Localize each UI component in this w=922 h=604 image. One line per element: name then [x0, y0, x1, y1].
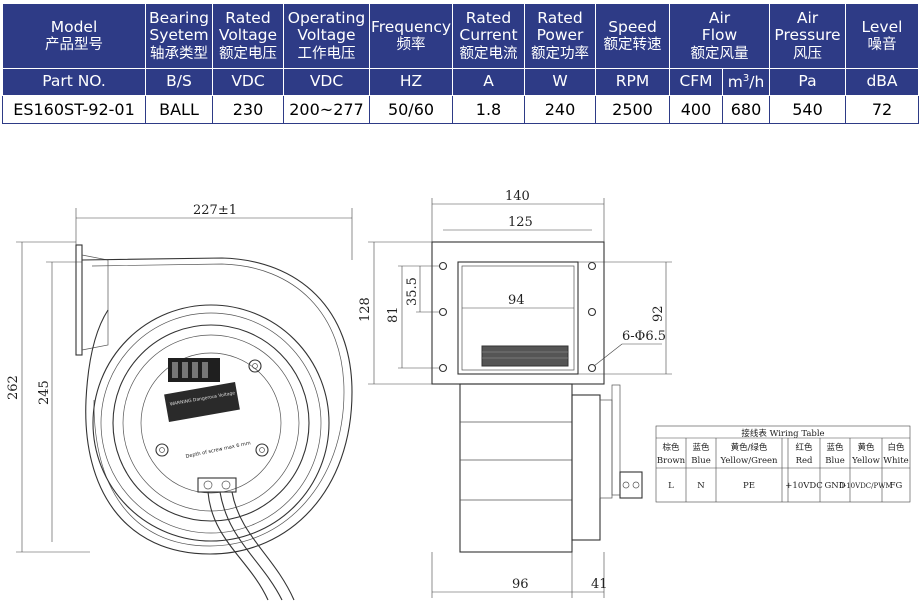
wire-signal-gnd: GND	[824, 481, 845, 491]
wire-color-cn-white: 白色	[887, 442, 905, 453]
unit-vdc-operating: VDC	[283, 68, 370, 96]
wire-color-cn-blue-2: 蓝色	[826, 442, 844, 453]
dim-holes: 6-Φ6.5	[622, 329, 666, 344]
wire-signal-fg: FG	[890, 481, 903, 491]
val-rated-current: 1.8	[452, 95, 525, 124]
unit-pa: Pa	[769, 68, 846, 96]
unit-dba: dBA	[845, 68, 919, 96]
dim-bottom-right: 41	[591, 577, 608, 592]
wire-signal-10vdc: +10VDC	[785, 481, 822, 491]
dim-side-height: 128	[358, 297, 373, 322]
wire-color-en-white: White	[883, 456, 908, 466]
unit-w: W	[524, 68, 596, 96]
wire-color-en-yellow: Yellow	[851, 456, 880, 466]
val-operating-voltage: 200~277	[283, 95, 370, 124]
unit-hz: HZ	[369, 68, 453, 96]
wiring-table: 接线表 Wiring Table 棕色 蓝色 黄色/绿色 红色 蓝色 黄色 白色…	[655, 425, 911, 503]
unit-m3h: m3/h	[722, 68, 770, 96]
dim-hole-v: 81	[386, 306, 401, 323]
unit-bs: B/S	[145, 68, 213, 96]
side-view: 140 125 128 81 35.5 94 92 6-Φ6.5	[358, 189, 672, 598]
dim-height-inner: 245	[37, 380, 52, 405]
dim-height-outer: 262	[6, 375, 21, 400]
val-part-no: ES160ST-92-01	[2, 95, 146, 124]
wire-color-en-blue: Blue	[691, 456, 710, 466]
unit-part-no: Part NO.	[2, 68, 146, 96]
val-rated-power: 240	[524, 95, 596, 124]
technical-drawing: WARNING Dangerous Voltage Depth of screw…	[6, 189, 911, 601]
wire-signal-pe: PE	[743, 481, 755, 491]
val-bearing: BALL	[145, 95, 213, 124]
wire-color-en-red: Red	[796, 456, 813, 466]
wire-color-cn-blue: 蓝色	[692, 442, 710, 453]
val-m3h: 680	[722, 95, 770, 124]
dim-side-width: 140	[505, 189, 530, 204]
unit-vdc-rated: VDC	[212, 68, 284, 96]
wire-color-cn-red: 红色	[795, 442, 813, 453]
unit-a: A	[452, 68, 525, 96]
dim-outlet-w: 94	[508, 293, 525, 308]
val-speed: 2500	[595, 95, 670, 124]
val-pressure: 540	[769, 95, 846, 124]
wire-signal-n: N	[697, 481, 705, 491]
dim-bottom-left: 96	[512, 577, 529, 592]
dim-side-inner: 125	[508, 215, 533, 230]
header-row-units: Part NO. B/S VDC VDC HZ A W RPM CFM m3/h…	[2, 68, 919, 96]
wire-color-cn-yellow: 黄色	[857, 442, 875, 453]
wire-color-en-brown: Brown	[657, 456, 686, 466]
val-frequency: 50/60	[369, 95, 453, 124]
wire-color-en-yellow-green: Yellow/Green	[720, 456, 779, 466]
wiring-title: 接线表 Wiring Table	[741, 428, 824, 439]
wire-color-en-blue-2: Blue	[825, 456, 844, 466]
val-cfm: 400	[669, 95, 723, 124]
val-level: 72	[845, 95, 919, 124]
data-row: ES160ST-92-01 BALL 230 200~277 50/60 1.8…	[2, 95, 919, 124]
unit-rpm: RPM	[595, 68, 670, 96]
dim-outlet-h: 92	[651, 305, 666, 322]
dim-width-top: 227±1	[193, 203, 237, 218]
wire-color-cn-yellow-green: 黄色/绿色	[731, 442, 768, 453]
depth-label: Depth of screw max 6 mm	[185, 440, 251, 460]
dim-hole-small: 35.5	[405, 277, 420, 306]
wire-signal-pwm: 0-10VDC/PWM	[839, 482, 892, 490]
unit-cfm: CFM	[669, 68, 723, 96]
wire-signal-l: L	[668, 481, 674, 491]
val-rated-voltage: 230	[212, 95, 284, 124]
wire-color-cn-brown: 棕色	[662, 442, 680, 453]
front-view: WARNING Dangerous Voltage Depth of screw…	[6, 203, 353, 601]
